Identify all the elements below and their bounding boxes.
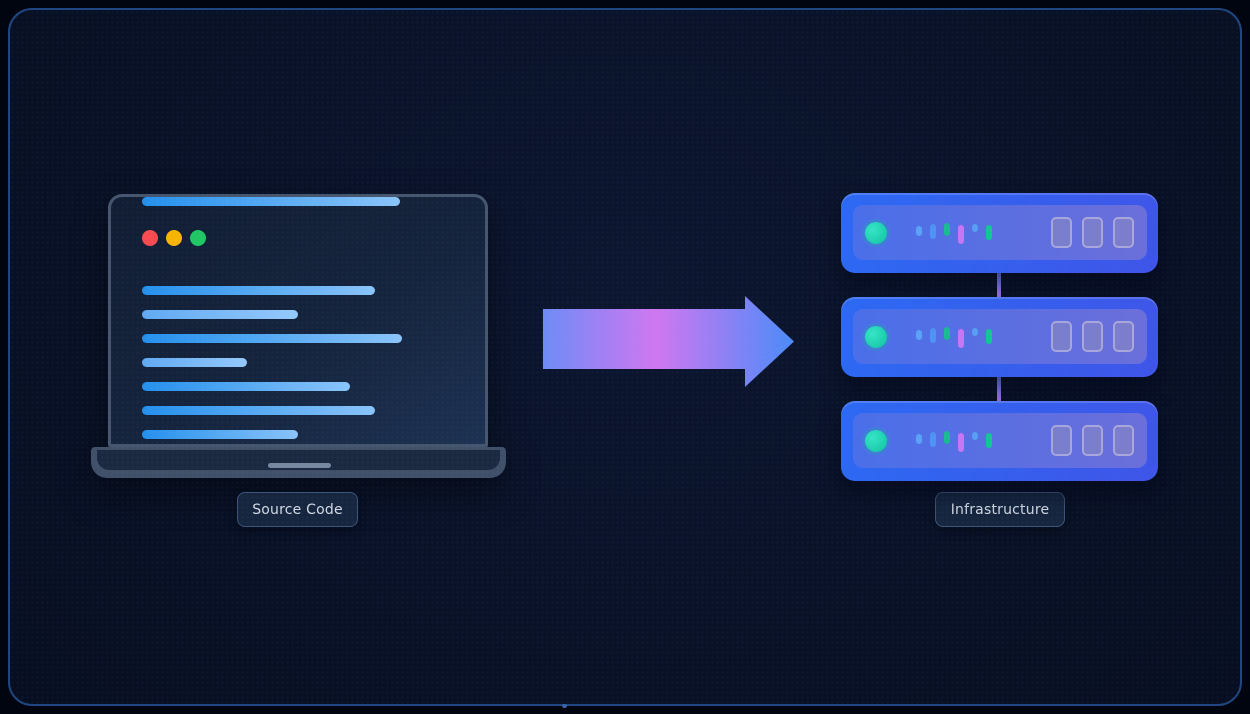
drive-slots: [1051, 425, 1134, 456]
activity-bar: [958, 329, 964, 348]
close-dot-icon: [142, 230, 158, 246]
drive-slot: [1082, 425, 1103, 456]
infrastructure-label: Infrastructure: [935, 492, 1065, 527]
activity-bar: [986, 225, 992, 240]
activity-bar: [916, 433, 922, 444]
code-line: [142, 197, 400, 206]
activity-bar: [944, 431, 950, 444]
activity-bar: [958, 225, 964, 244]
drive-slot: [1051, 217, 1072, 248]
infrastructure-label-text: Infrastructure: [950, 501, 1050, 518]
frame-bottom-dot: [562, 704, 567, 708]
activity-bar: [944, 223, 950, 236]
drive-slot: [1113, 425, 1134, 456]
activity-bars: [916, 223, 992, 244]
minimize-dot-icon: [166, 230, 182, 246]
code-line: [142, 430, 298, 439]
activity-bar: [972, 327, 978, 336]
arrow-shape: [543, 296, 794, 387]
activity-bar: [944, 327, 950, 340]
code-line: [142, 382, 350, 391]
activity-bar: [958, 433, 964, 452]
status-led-icon: [865, 429, 887, 452]
activity-bar: [930, 432, 936, 447]
server-unit-2: [841, 297, 1158, 377]
laptop-base: [91, 447, 506, 478]
activity-bar: [930, 224, 936, 239]
activity-bars: [916, 327, 992, 348]
deploy-arrow: [543, 296, 794, 387]
drive-slot: [1051, 321, 1072, 352]
activity-bar: [916, 329, 922, 340]
status-led-icon: [865, 325, 887, 348]
drive-slots: [1051, 321, 1134, 352]
server-stack: [841, 193, 1158, 481]
code-line: [142, 406, 375, 415]
maximize-dot-icon: [190, 230, 206, 246]
drive-slot: [1113, 217, 1134, 248]
source-code-label-text: Source Code: [252, 501, 343, 518]
drive-slot: [1082, 217, 1103, 248]
server-unit-1: [841, 193, 1158, 273]
server-panel: [853, 309, 1147, 364]
laptop-illustration: [91, 194, 506, 478]
activity-bar: [972, 431, 978, 440]
activity-bar: [916, 225, 922, 236]
code-line: [142, 334, 402, 343]
connector-line: [997, 373, 1001, 405]
laptop-trackpad-notch: [267, 463, 331, 468]
drive-slot: [1051, 425, 1072, 456]
code-line: [142, 310, 298, 319]
window-controls: [142, 230, 206, 246]
drive-slot: [1082, 321, 1103, 352]
connector-line: [997, 269, 1001, 301]
server-unit-3: [841, 401, 1158, 481]
code-line: [142, 358, 247, 367]
source-code-label: Source Code: [237, 492, 358, 527]
activity-bar: [986, 329, 992, 344]
activity-bars: [916, 431, 992, 452]
laptop-screen: [108, 194, 488, 447]
status-led-icon: [865, 221, 887, 244]
activity-bar: [986, 433, 992, 448]
server-panel: [853, 413, 1147, 468]
activity-bar: [930, 328, 936, 343]
drive-slot: [1113, 321, 1134, 352]
server-panel: [853, 205, 1147, 260]
activity-bar: [972, 223, 978, 232]
code-line: [142, 286, 375, 295]
drive-slots: [1051, 217, 1134, 248]
laptop-base-inner: [97, 450, 500, 470]
